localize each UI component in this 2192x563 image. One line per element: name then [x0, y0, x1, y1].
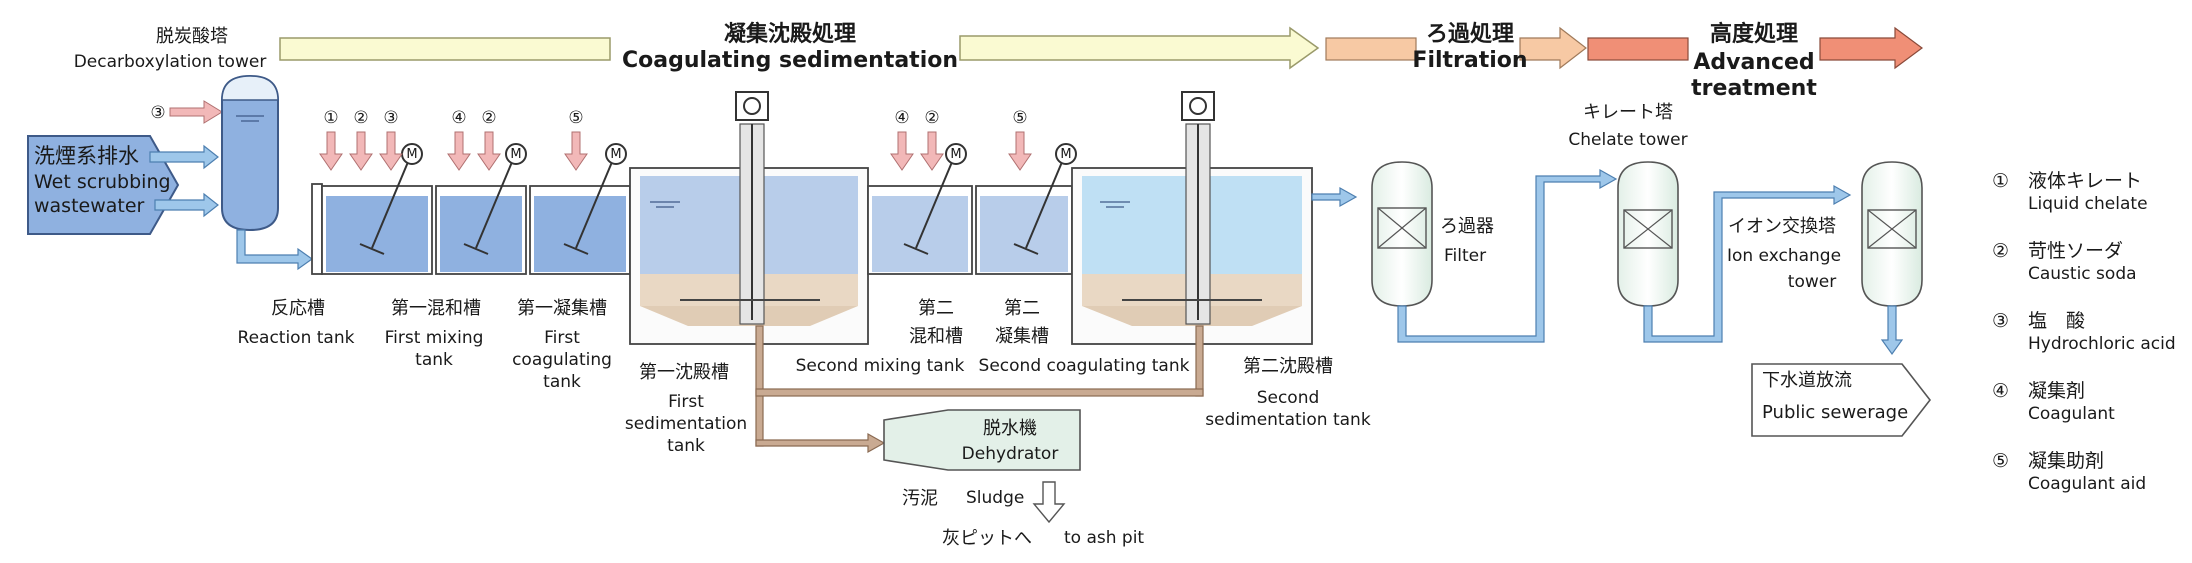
stage-advanced-en-2: treatment — [1691, 76, 1817, 101]
second-sed-tank-en-1: Second — [1256, 388, 1320, 408]
decarb-label-jp: 脱炭酸塔 — [156, 26, 228, 47]
sludge-pipe — [755, 325, 1204, 454]
stage-arrow-filtration — [1519, 26, 1587, 70]
chem-mark-reaction-3: ③ — [383, 108, 399, 128]
chem-mark-reaction-2: ② — [353, 108, 369, 128]
stage-filtration-jp: ろ過処理 — [1425, 22, 1515, 47]
wastewater-label-jp: 洗煙系排水 — [34, 144, 139, 168]
stage-filtration-en: Filtration — [1412, 48, 1528, 73]
chelate-tower-jp: キレート塔 — [1583, 102, 1673, 123]
motor-label: M — [510, 147, 522, 162]
reaction-tank-jp: 反応槽 — [271, 298, 325, 319]
stage-coagulating-jp: 凝集沈殿処理 — [723, 22, 857, 47]
second-coag-tank-jp-1: 第二 — [1004, 298, 1040, 319]
stage-arrow-coagulating — [279, 26, 1320, 70]
filter-en: Filter — [1444, 246, 1487, 266]
motor-label: M — [610, 147, 622, 162]
second-sed-tank-en-2: sedimentation tank — [1205, 410, 1371, 430]
pipe-decarb-to-reaction — [236, 229, 314, 271]
first-coag-tank-en-1: First — [544, 328, 580, 348]
motor-label: M — [950, 147, 962, 162]
ashpit-en: to ash pit — [1064, 528, 1145, 548]
decarb-label-en: Decarboxylation tower — [73, 52, 267, 72]
chem-mark-second-mixing-1: ④ — [894, 108, 910, 128]
wastewater-label-en-2: wastewater — [34, 195, 145, 217]
chem-mark-second-coag: ⑤ — [1012, 108, 1028, 128]
chem-mark-reaction-1: ① — [323, 108, 339, 128]
dehydrator-en: Dehydrator — [961, 444, 1059, 464]
pipe-wastewater-to-decarb — [149, 144, 219, 218]
stage-arrow-advanced-start — [1587, 37, 1689, 61]
public-sewerage-output — [1751, 363, 1932, 437]
first-mixing-tank-en-1: First mixing — [384, 328, 484, 348]
sludge-discharge-arrow — [1032, 481, 1066, 524]
decarb-tower — [221, 74, 279, 232]
second-sed-tank-jp: 第二沈殿槽 — [1243, 356, 1333, 377]
sewerage-jp: 下水道放流 — [1762, 370, 1852, 391]
chem-mark-first-mixing-1: ④ — [451, 108, 467, 128]
chem-mark-second-mixing-2: ② — [924, 108, 940, 128]
first-coag-tank-en-2: coagulating — [512, 350, 612, 370]
dehydrator — [883, 409, 1081, 471]
mixing-tank-row — [311, 183, 631, 275]
ion-exchange-tower-jp: イオン交換塔 — [1728, 216, 1836, 237]
first-mixing-tank-en-2: tank — [415, 350, 453, 370]
chem-mark-decarb: ③ — [150, 103, 166, 123]
ion-exchange-tower-en-2: tower — [1787, 272, 1837, 292]
ion-exchange-tower — [1861, 161, 1923, 307]
first-sed-tank-en-1: First — [668, 392, 704, 412]
ashpit-jp: 灰ピットへ — [942, 528, 1032, 549]
stage-coagulating-en: Coagulating sedimentation — [621, 48, 959, 73]
first-coag-tank-jp: 第一凝集槽 — [517, 298, 607, 319]
dehydrator-jp: 脱水機 — [983, 418, 1037, 439]
first-sedimentation-tank — [629, 91, 869, 345]
second-mixing-tank-en: Second mixing tank — [795, 356, 965, 376]
first-sed-tank-en-2: sedimentation — [624, 414, 748, 434]
stage-arrow-advanced — [1819, 26, 1924, 70]
chem-dosing-arrows — [319, 131, 1032, 171]
second-mixing-tank-row — [867, 185, 1073, 275]
motor-label: M — [1060, 147, 1072, 162]
sewerage-en: Public sewerage — [1762, 402, 1909, 423]
filter-vessel — [1371, 161, 1433, 307]
motor-label: M — [406, 147, 418, 162]
treated-water-pipes — [1397, 168, 1904, 356]
second-mixing-tank-jp-2: 混和槽 — [909, 326, 963, 347]
first-mixing-tank-jp: 第一混和槽 — [391, 298, 481, 319]
reaction-tank-en: Reaction tank — [237, 328, 355, 348]
pipe-to-filter — [1311, 186, 1358, 208]
chem-arrow-decarb — [169, 100, 223, 124]
chem-mark-first-coag: ⑤ — [568, 108, 584, 128]
sludge-jp: 汚泥 — [902, 488, 938, 509]
first-coag-tank-en-3: tank — [543, 372, 581, 392]
stage-advanced-jp: 高度処理 — [1709, 22, 1799, 47]
second-coag-tank-jp-2: 凝集槽 — [995, 326, 1049, 347]
agitators — [359, 143, 1077, 255]
second-coag-tank-en: Second coagulating tank — [978, 356, 1190, 376]
wastewater-label-en-1: Wet scrubbing — [34, 171, 171, 193]
chelate-tower — [1617, 161, 1679, 307]
filter-jp: ろ過器 — [1440, 216, 1494, 237]
first-sed-tank-jp: 第一沈殿槽 — [639, 362, 729, 383]
chelate-tower-en: Chelate tower — [1568, 130, 1688, 150]
first-sed-tank-en-3: tank — [667, 436, 705, 456]
ion-exchange-tower-en-1: Ion exchange — [1726, 246, 1842, 266]
chem-mark-first-mixing-2: ② — [481, 108, 497, 128]
sludge-en: Sludge — [966, 488, 1025, 508]
stage-arrow-filtration-start — [1325, 37, 1417, 61]
stage-advanced-en-1: Advanced — [1693, 50, 1815, 75]
second-mixing-tank-jp-1: 第二 — [918, 298, 954, 319]
second-sedimentation-tank — [1071, 91, 1313, 345]
